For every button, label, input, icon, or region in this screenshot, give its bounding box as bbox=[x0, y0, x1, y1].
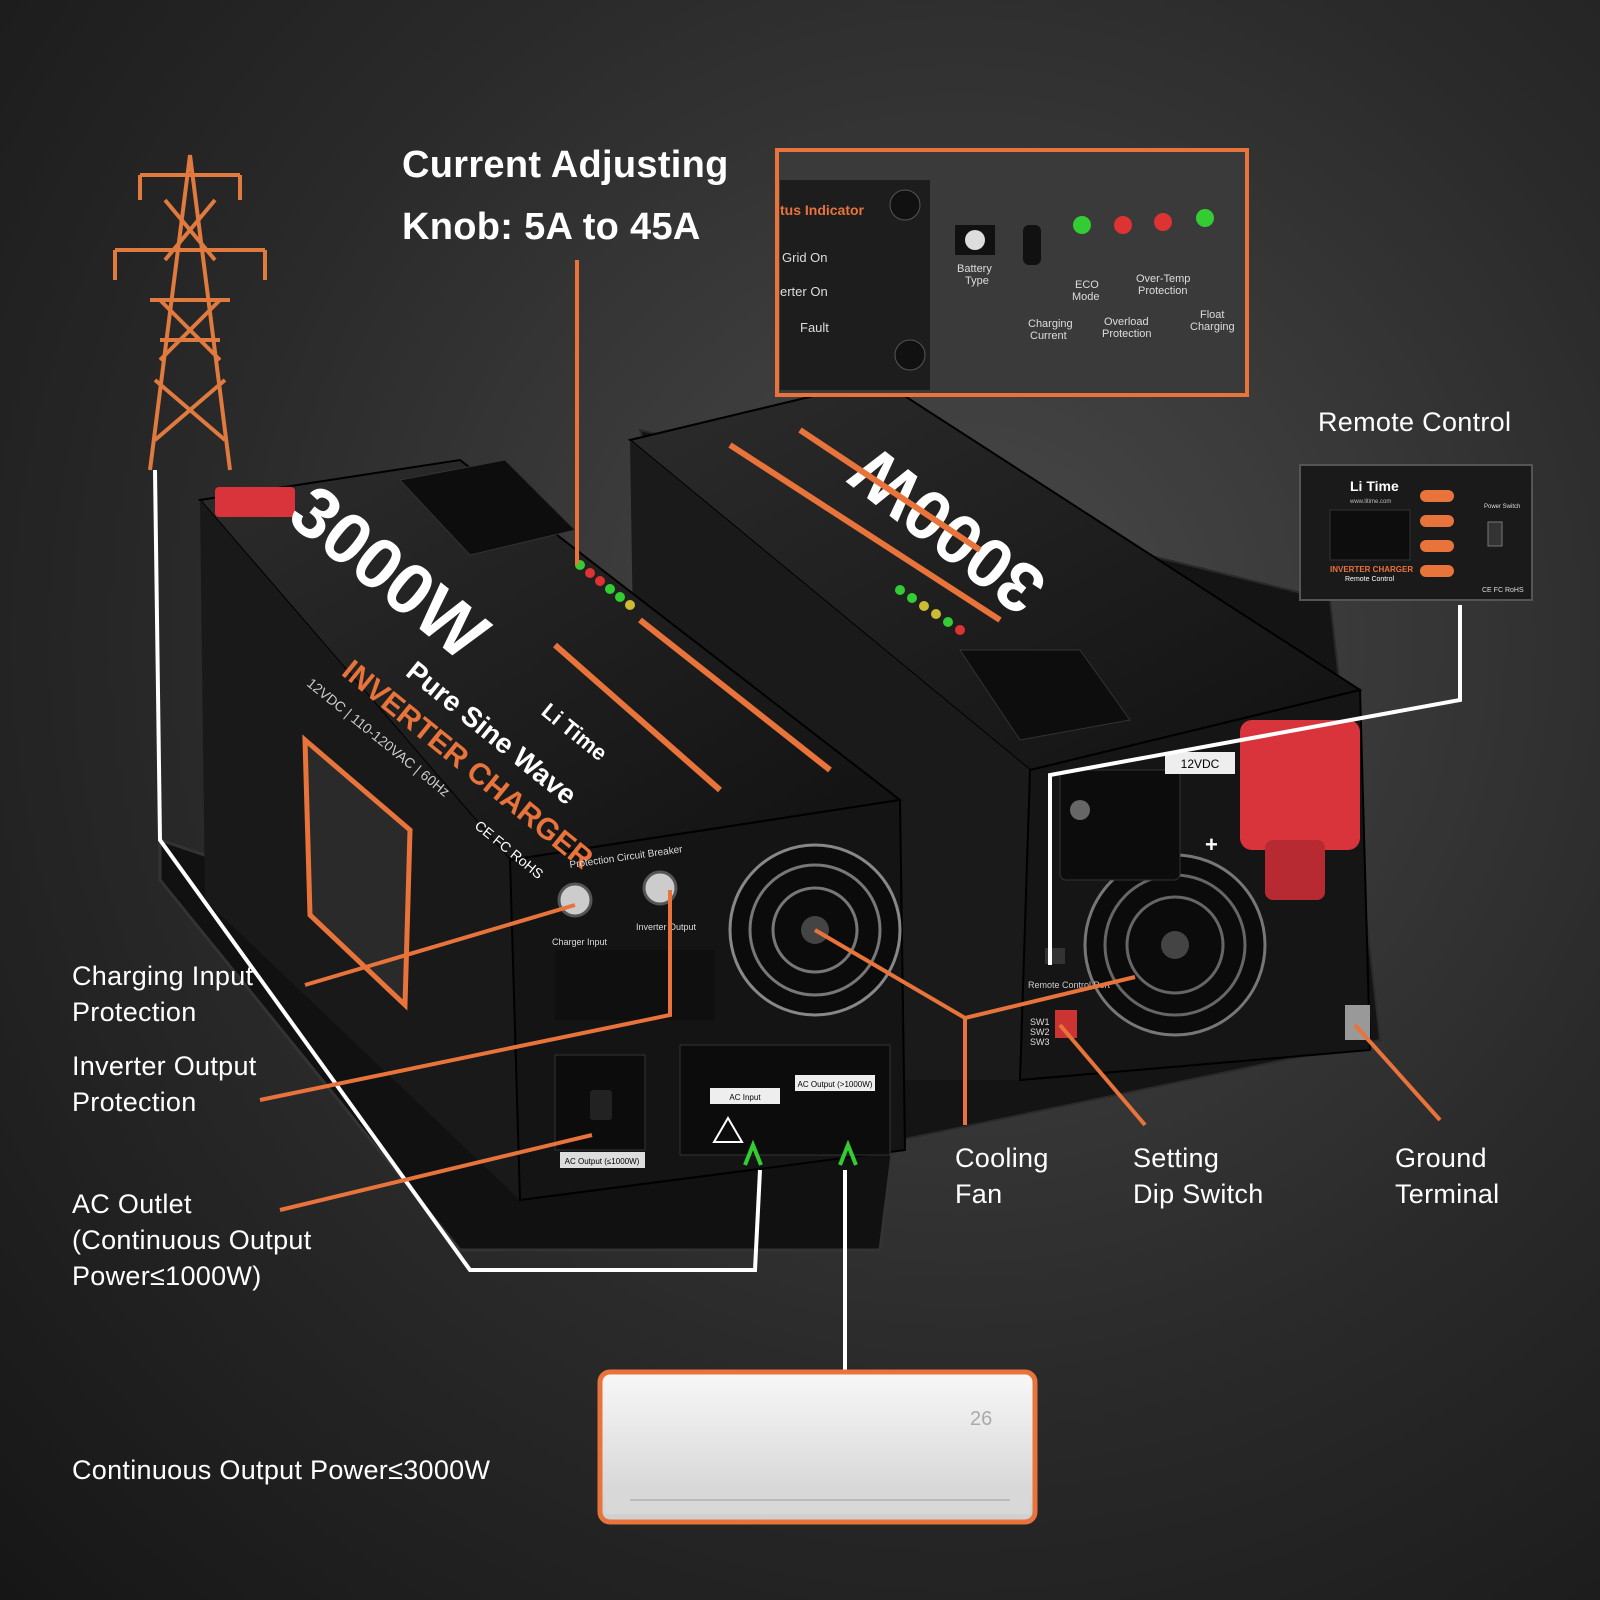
fault-label: Fault bbox=[800, 320, 829, 335]
remote-control-device: Li Time www.litime.com INVERTER CHARGER … bbox=[1299, 464, 1533, 601]
remote-brand: Li Time bbox=[1350, 478, 1399, 494]
battery-type-label-2: Type bbox=[965, 275, 989, 287]
cooling-fan-callout: Cooling Fan bbox=[955, 1143, 1049, 1209]
float-label: Float bbox=[1200, 309, 1224, 321]
air-conditioner-icon: 26 bbox=[597, 1369, 1038, 1525]
remote-control-callout: Remote Control bbox=[1318, 407, 1512, 437]
ac-display: 26 bbox=[970, 1408, 992, 1430]
plus-sign: + bbox=[1205, 832, 1218, 857]
sw1-label: SW1 bbox=[1030, 1017, 1050, 1027]
grid-on-label: Grid On bbox=[782, 250, 828, 265]
continuous-output-callout: Continuous Output Power≤3000W bbox=[72, 1455, 491, 1485]
float-label-2: Charging bbox=[1190, 321, 1235, 333]
remote-switch-title: Power Switch bbox=[1484, 504, 1520, 510]
cable-tips bbox=[743, 1139, 858, 1166]
ac-output-tag: AC Output (≤1000W) bbox=[565, 1157, 640, 1166]
right-indicator-leds bbox=[895, 585, 965, 635]
current-knob-callout: Current Adjusting Knob: 5A to 45A bbox=[402, 144, 729, 248]
charging-input-callout: Charging Input Protection bbox=[72, 961, 254, 1027]
remote-url: www.litime.com bbox=[1349, 499, 1391, 505]
sw3-label: SW3 bbox=[1030, 1037, 1050, 1047]
status-indicator-title: tus Indicator bbox=[780, 202, 865, 218]
overload-label-2: Protection bbox=[1102, 328, 1152, 340]
charging-current-label-2: Current bbox=[1030, 330, 1067, 342]
remote-sub: Remote Control bbox=[1345, 576, 1394, 583]
ac-output-hi-tag: AC Output (>1000W) bbox=[798, 1080, 873, 1089]
battery-type-label: Battery bbox=[957, 263, 992, 275]
over-temp-label-2: Protection bbox=[1138, 285, 1188, 297]
eco-mode-label: ECO bbox=[1075, 279, 1099, 291]
overload-label: Overload bbox=[1104, 316, 1149, 328]
wiring-lines bbox=[153, 469, 1462, 1370]
callout-lines bbox=[259, 260, 1442, 1212]
sw2-label: SW2 bbox=[1030, 1027, 1050, 1037]
remote-product: INVERTER CHARGER bbox=[1330, 565, 1413, 574]
status-panel-zoom: tus Indicator Grid On erter On Fault Bat… bbox=[775, 148, 1249, 397]
charger-input-label: Charger Input bbox=[552, 937, 608, 947]
left-inverter: 3000W Pure Sine Wave INVERTER CHARGER 12… bbox=[198, 458, 907, 1202]
eco-mode-label-2: Mode bbox=[1072, 291, 1100, 303]
inverter-output-label: Inverter Output bbox=[636, 922, 697, 932]
voltage-tag: 12VDC bbox=[1181, 757, 1220, 771]
inverter-output-callout: Inverter Output Protection bbox=[72, 1051, 257, 1117]
over-temp-label: Over-Temp bbox=[1136, 273, 1190, 285]
remote-port-label: Remote Control Port bbox=[1028, 980, 1111, 990]
ac-outlet-callout: AC Outlet (Continuous Output Power≤1000W… bbox=[72, 1189, 312, 1291]
remote-certs: CE FC RoHS bbox=[1482, 587, 1524, 594]
charging-current-label: Charging bbox=[1028, 318, 1073, 330]
inverter-on-label: erter On bbox=[780, 284, 828, 299]
dip-switch-callout: Setting Dip Switch bbox=[1133, 1143, 1264, 1209]
ac-input-tag: AC Input bbox=[729, 1093, 761, 1102]
ground-terminal-callout: Ground Terminal bbox=[1395, 1143, 1500, 1209]
power-tower-icon bbox=[113, 154, 267, 471]
